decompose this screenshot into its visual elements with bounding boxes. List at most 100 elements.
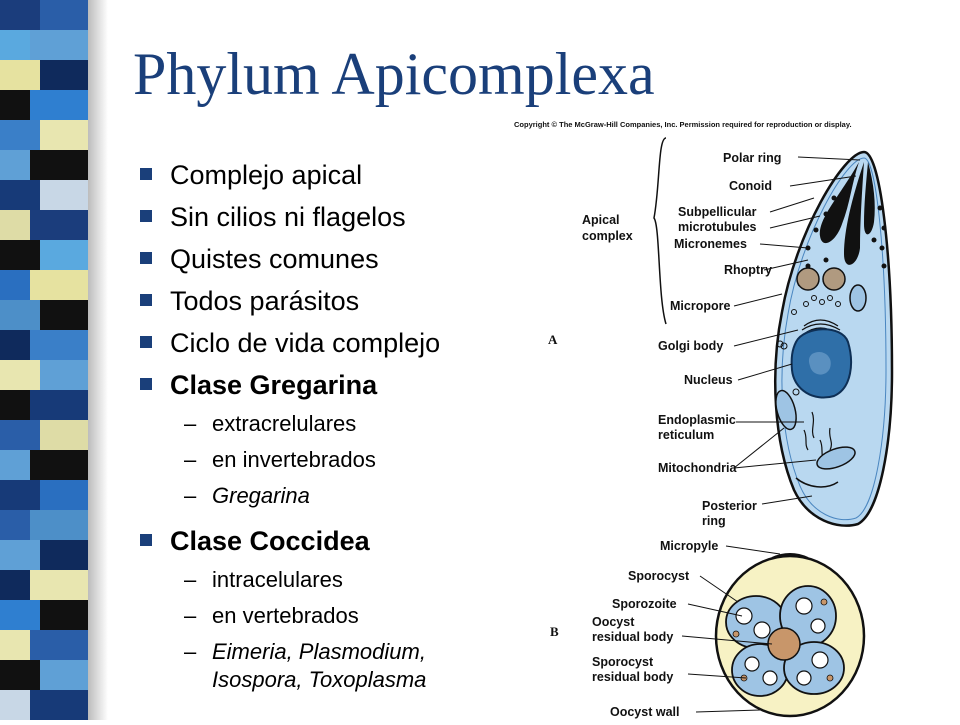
dash-bullet-icon: –	[184, 483, 197, 508]
stripe-block	[0, 30, 30, 60]
mitochondrion	[849, 284, 867, 312]
sub-bullet-text: en invertebrados	[212, 447, 376, 472]
stripe-block	[0, 180, 40, 210]
stripe-block	[0, 510, 30, 540]
stripe-block	[0, 480, 40, 510]
stripe-block	[40, 660, 88, 690]
golgi-label: Golgi body	[658, 339, 723, 353]
stripe-block	[30, 570, 88, 600]
stripe-block	[0, 420, 40, 450]
micropyle	[771, 553, 809, 559]
oocyst-residual-label: residual body	[592, 630, 673, 644]
er-label: Endoplasmic	[658, 413, 736, 427]
sub-bullet-line: Eimeria, Plasmodium,	[212, 639, 426, 664]
stripe-block	[30, 30, 88, 60]
er-label: reticulum	[658, 428, 714, 442]
sub-bullet-text: en vertebrados	[212, 603, 359, 628]
sporocyst-residual-label: residual body	[592, 670, 673, 684]
micropyle-label: Micropyle	[660, 539, 718, 553]
bullet-text: Clase Coccidea	[170, 526, 370, 556]
bullet-text: Ciclo de vida complejo	[170, 328, 441, 358]
bullet-item-clase-coccidea: Clase Coccidea	[140, 520, 520, 562]
dash-bullet-icon: –	[184, 603, 197, 628]
mitochondria-label: Mitochondria	[658, 461, 738, 475]
sub-bullet-item: –en vertebrados	[140, 598, 520, 634]
rhoptry-shape	[844, 162, 864, 265]
bullet-text: Complejo apical	[170, 160, 363, 190]
sub-bullet-text: extracrelulares	[212, 411, 357, 436]
posterior-ring-label: ring	[702, 514, 726, 528]
sporocyst-residual-bodies	[732, 598, 834, 682]
endoplasmic-reticulum	[803, 411, 833, 463]
sub-bullet-item: –extracrelulares	[140, 406, 520, 442]
stripe-block	[40, 300, 88, 330]
rhoptry-shape	[819, 162, 859, 244]
conoid-label: Conoid	[729, 179, 772, 193]
bullet-text: Todos parásitos	[170, 286, 360, 316]
apical-complex-label: complex	[582, 229, 633, 243]
stripe-block	[0, 60, 40, 90]
stripe-block	[40, 120, 88, 150]
stripe-block	[0, 150, 30, 180]
stripe-block	[30, 630, 88, 660]
panel-a-letter: A	[548, 332, 558, 347]
stripe-block	[0, 390, 30, 420]
stripe-block	[40, 60, 88, 90]
sporozoite-label: Sporozoite	[612, 597, 677, 611]
sub-bullet-text: Gregarina	[212, 483, 310, 508]
dash-bullet-icon: –	[184, 639, 197, 664]
dash-bullet-icon: –	[184, 447, 197, 472]
bullet-item: Ciclo de vida complejo	[140, 322, 520, 364]
sporocyst-residual-label: Sporocyst	[592, 655, 654, 669]
micronemes-label: Micronemes	[674, 237, 747, 251]
stripe-block	[30, 390, 88, 420]
sporozoites	[735, 597, 829, 686]
sub-bullet-line: Isospora, Toxoplasma	[212, 667, 427, 692]
stripe-block	[30, 210, 88, 240]
dash-bullet-icon: –	[184, 411, 197, 436]
stripe-shadow	[88, 0, 108, 720]
nucleolus	[808, 351, 831, 375]
sporocyst-label: Sporocyst	[628, 569, 690, 583]
posterior-er	[795, 477, 839, 488]
dense-granule	[796, 267, 820, 291]
stripe-block	[40, 420, 88, 450]
stripe-block	[0, 330, 30, 360]
stripe-block	[0, 570, 30, 600]
bullet-text: Sin cilios ni flagelos	[170, 202, 406, 232]
apicomplexan-cell-diagram	[774, 150, 894, 527]
bullet-text: Quistes comunes	[170, 244, 379, 274]
copyright-caption: Copyright © The McGraw-Hill Companies, I…	[514, 120, 852, 129]
stripe-block	[30, 150, 88, 180]
mitochondrion	[775, 389, 797, 431]
stripe-block	[0, 210, 30, 240]
stripe-block	[0, 630, 30, 660]
oocyst-residual-label: Oocyst	[592, 615, 635, 629]
sub-bullet-text: intracelulares	[212, 567, 343, 592]
stripe-block	[0, 360, 40, 390]
bullet-item: Todos parásitos	[140, 280, 520, 322]
oocyst-wall-label: Oocyst wall	[610, 705, 679, 719]
stripe-block	[30, 330, 88, 360]
sub-bullet-item: –Eimeria, Plasmodium, Isospora, Toxoplasm…	[140, 634, 520, 696]
stripe-block	[0, 540, 40, 570]
bullet-item: Complejo apical	[140, 154, 520, 196]
stripe-block	[0, 600, 40, 630]
oocyst-residual-body	[767, 627, 801, 661]
square-bullet-icon	[140, 336, 152, 348]
square-bullet-icon	[140, 168, 152, 180]
bullet-text: Clase Gregarina	[170, 370, 378, 400]
stripe-block	[30, 510, 88, 540]
apicomplexa-figure: Copyright © The McGraw-Hill Companies, I…	[508, 112, 960, 720]
square-bullet-icon	[140, 294, 152, 306]
stripe-block	[0, 90, 30, 120]
subpellicular-label: Subpellicular	[678, 205, 757, 219]
subpellicular-label: microtubules	[678, 220, 757, 234]
square-bullet-icon	[140, 534, 152, 546]
sub-bullet-item: –intracelulares	[140, 562, 520, 598]
stripe-block	[0, 690, 30, 720]
dense-granule	[822, 267, 846, 291]
stripe-block	[0, 270, 30, 300]
nucleus-label: Nucleus	[684, 373, 733, 387]
posterior-ring-label: Posterior	[702, 499, 757, 513]
